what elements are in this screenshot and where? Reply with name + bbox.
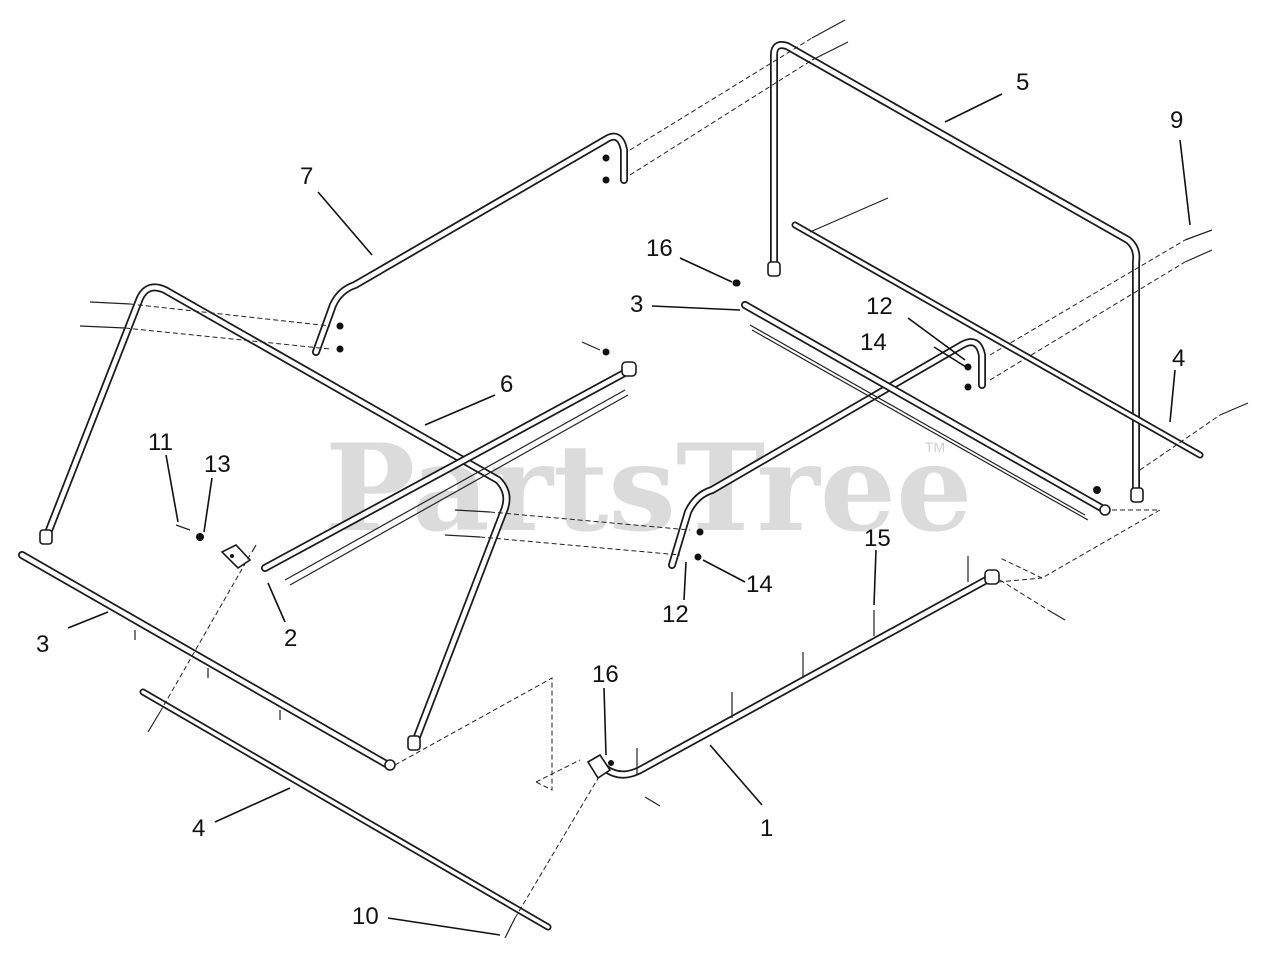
leader-lines: [67, 93, 1191, 936]
callout-1: 1: [760, 815, 773, 842]
callout-4-right: 4: [1172, 345, 1185, 372]
callout-6: 6: [500, 371, 513, 398]
callout-3-left: 3: [36, 631, 49, 658]
part-1-front-rail: [535, 556, 1066, 807]
callout-15: 15: [864, 525, 891, 552]
right-side-bow: [444, 338, 986, 569]
callout-9: 9: [1170, 107, 1183, 134]
callout-4-left: 4: [192, 815, 205, 842]
callout-12-rear: 12: [866, 293, 893, 320]
callout-3-right: 3: [630, 291, 643, 318]
part-9-bolts: [629, 19, 1213, 381]
callout-13: 13: [204, 451, 231, 478]
part-4-left-rod: [139, 554, 601, 939]
callout-7: 7: [300, 163, 313, 190]
part-5-rear-hoop: [767, 41, 1144, 503]
callout-12-front: 12: [662, 601, 689, 628]
callout-5: 5: [1016, 69, 1029, 96]
callout-labels: 1 2 3 3 4 4 5 6 7 9 10 11 12 12 13 14 14…: [36, 69, 1185, 930]
callout-16-rear: 16: [646, 235, 673, 262]
callout-2: 2: [284, 625, 297, 652]
part-2-bracket: [220, 544, 257, 570]
callout-11: 11: [148, 429, 173, 456]
part-4-rear-rod: [791, 197, 1249, 471]
callout-14-front: 14: [746, 571, 773, 598]
callout-16-front: 16: [592, 661, 619, 688]
watermark-trademark: TM: [925, 439, 945, 455]
callout-10: 10: [352, 903, 379, 930]
part-7-side-bow: [312, 132, 628, 356]
part-16-rear-nut: [732, 279, 740, 287]
front-bow: [39, 283, 511, 751]
callout-14-rear: 14: [860, 329, 887, 356]
part-6-side-rail: [261, 341, 637, 586]
part-11-13-hardware: [175, 524, 204, 541]
part-3-left-rail: [18, 551, 553, 791]
